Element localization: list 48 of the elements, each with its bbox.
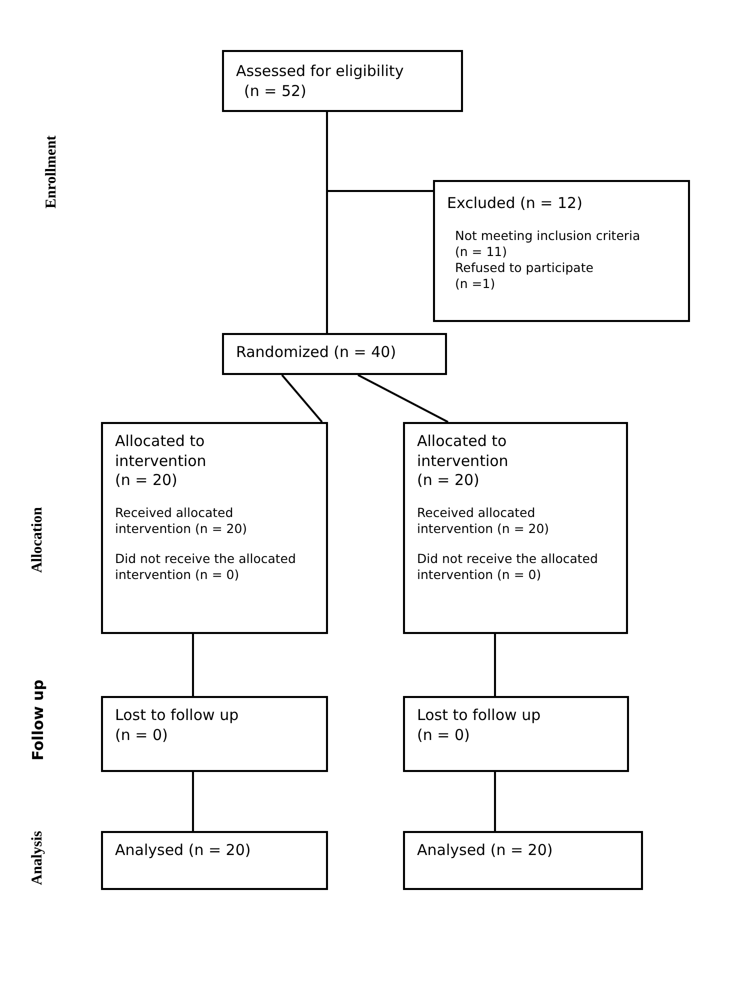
process-box <box>101 696 328 772</box>
box-text: Received allocated <box>115 504 234 521</box>
box-text: (n = 0) <box>417 726 471 745</box>
box-text: Assessed for eligibility <box>236 62 405 82</box>
box-text: Lost to follow up <box>115 706 240 726</box>
connector-line <box>494 634 496 696</box>
connector-line <box>326 112 433 192</box>
box-text: Did not receive the allocated <box>417 551 599 568</box>
box-text: Lost to follow up <box>417 706 542 726</box>
connector-line <box>494 772 496 831</box>
box-text: Randomized (n = 40) <box>236 343 398 362</box>
box-text: (n = 20) <box>417 471 480 490</box>
phase-label: Enrollment <box>44 135 60 209</box>
box-text: Analysed (n = 20) <box>417 841 554 860</box>
phase-label: Allocation <box>30 507 46 573</box>
process-box <box>101 831 328 890</box>
connector-line <box>281 374 323 423</box>
process-box <box>403 831 643 890</box>
box-text: (n = 0) <box>115 726 169 745</box>
connector-line <box>358 374 448 423</box>
box-text: Not meeting inclusion criteria <box>455 228 642 244</box>
box-text: Refused to participate <box>455 260 594 276</box>
box-text: (n = 20) <box>115 471 178 490</box>
box-text: intervention (n = 0) <box>115 567 240 584</box>
box-text: Did not receive the allocated <box>115 551 297 568</box>
box-text: Allocated to <box>115 432 206 452</box>
process-box <box>403 422 628 634</box>
box-text: intervention (n = 0) <box>417 567 542 584</box>
box-text: (n = 52) <box>244 82 308 101</box>
box-text: intervention <box>115 452 208 471</box>
phase-label: Analysis <box>30 830 46 886</box>
phase-label: Follow up <box>29 679 47 761</box>
connector-line <box>192 772 194 831</box>
box-text: intervention <box>417 452 510 471</box>
box-text: Analysed (n = 20) <box>115 841 252 860</box>
box-text: Allocated to <box>417 432 508 452</box>
box-text: intervention (n = 20) <box>115 520 248 537</box>
box-text: Received allocated <box>417 504 536 521</box>
process-box <box>101 422 328 634</box>
process-box <box>222 333 447 375</box>
box-text: Excluded (n = 12) <box>447 194 584 214</box>
process-box <box>403 696 629 772</box>
connector-line <box>192 634 194 696</box>
box-text: intervention (n = 20) <box>417 520 550 537</box>
box-text: (n =1) <box>455 276 496 292</box>
exclusion-box <box>433 180 690 322</box>
process-box <box>222 50 463 112</box>
box-text: (n = 11) <box>455 244 508 260</box>
